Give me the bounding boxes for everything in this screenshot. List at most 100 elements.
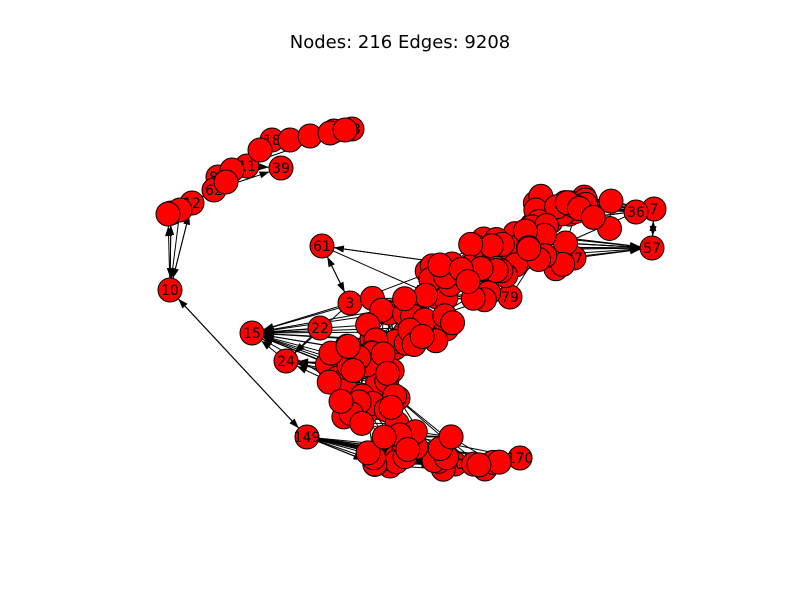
graph-node-label: 170 <box>507 451 534 467</box>
edge-arrowhead <box>327 256 335 268</box>
graph-node-label: 7 <box>650 202 659 218</box>
graph-node-circle <box>392 286 418 312</box>
graph-node: 3 <box>337 290 363 316</box>
graph-node-label: 36 <box>627 205 645 221</box>
graph-node-circle <box>409 323 435 349</box>
edge-arrowhead <box>649 220 657 232</box>
graph-node <box>516 236 542 262</box>
graph-node-circle <box>427 252 453 278</box>
graph-edge <box>169 289 308 438</box>
graph-node: 15 <box>239 320 265 346</box>
graph-node-circle <box>639 235 665 261</box>
graph-node-circle <box>294 424 320 450</box>
graph-node <box>375 360 401 386</box>
graph-node: 24 <box>273 348 299 374</box>
graph-node-circle <box>438 424 464 450</box>
graph-node-circle <box>155 201 181 227</box>
graph-node: 79 <box>497 284 523 310</box>
edge-arrowhead <box>294 343 305 353</box>
graph-node-circle <box>623 199 649 225</box>
graph-node-label: 61 <box>313 239 331 255</box>
graph-node-circle <box>349 410 375 436</box>
graph-node-circle <box>580 204 606 230</box>
edge-arrowhead <box>297 358 309 366</box>
graph-node-circle <box>458 231 484 257</box>
graph-node-circle <box>307 315 333 341</box>
graph-node-circle <box>335 333 361 359</box>
edge-arrowhead <box>169 267 177 279</box>
graph-title: Nodes: 216 Edges: 9208 <box>289 32 511 53</box>
graph-node <box>371 424 397 450</box>
graph-node-circle <box>413 282 439 308</box>
graph-node <box>349 410 375 436</box>
graph-node-circle <box>375 360 401 386</box>
graph-node <box>316 369 342 395</box>
graph-node-circle <box>309 233 335 259</box>
edge-arrowhead <box>263 333 275 341</box>
nodes: 6137571522241014917085621139737614791612… <box>155 116 667 482</box>
graph-node-circle <box>440 310 466 336</box>
graph-node <box>340 357 366 383</box>
graph-node-circle <box>598 188 624 214</box>
graph-node-circle <box>239 320 265 346</box>
graph-node <box>328 388 354 414</box>
edge-arrowhead <box>261 340 272 350</box>
graph-node <box>427 252 453 278</box>
edge-arrowhead <box>259 171 270 179</box>
edge-arrowhead <box>258 163 270 171</box>
edge-arrowhead <box>337 281 345 293</box>
graph-node-circle <box>247 137 273 163</box>
graph-node-label: 10 <box>161 283 179 299</box>
graph-node <box>440 310 466 336</box>
graph-node <box>247 137 273 163</box>
edge-arrowhead <box>289 418 299 429</box>
graph-node-circle <box>273 348 299 374</box>
graph-node-circle <box>455 269 481 295</box>
graph-node <box>332 117 358 143</box>
graph-node <box>598 188 624 214</box>
graph-node-label: 79 <box>501 290 519 306</box>
graph-node <box>155 201 181 227</box>
graph-node: 57 <box>639 235 665 261</box>
graph-node-circle <box>466 452 492 478</box>
graph-node-circle <box>378 394 404 420</box>
graph-node <box>213 169 239 195</box>
graph-node-circle <box>268 155 294 181</box>
graph-node: 36 <box>623 199 649 225</box>
graph-node: 39 <box>268 155 294 181</box>
graph-node-label: 15 <box>243 326 261 342</box>
graph-node <box>580 204 606 230</box>
graph-node-circle <box>553 230 579 256</box>
graph-node <box>392 286 418 312</box>
edge-arrowhead <box>262 339 273 348</box>
graph-node-circle <box>316 369 342 395</box>
graph-node-circle <box>395 437 421 463</box>
graph-node-label: 39 <box>272 161 290 177</box>
graph-node <box>355 440 381 466</box>
graph-node-circle <box>328 388 354 414</box>
graph-node: 61 <box>309 233 335 259</box>
graph-node: 22 <box>307 315 333 341</box>
edge-arrowhead <box>165 225 173 237</box>
graph-node <box>413 282 439 308</box>
graph-node-label: 24 <box>277 354 295 370</box>
graph-node-circle <box>332 117 358 143</box>
graph-node-label: 149 <box>294 430 321 446</box>
graph-node <box>395 437 421 463</box>
edge-arrowhead <box>263 327 275 335</box>
graph-node-circle <box>371 424 397 450</box>
graph-node <box>455 269 481 295</box>
edge-arrowhead <box>629 247 641 255</box>
graph-node <box>335 333 361 359</box>
graph-node <box>458 231 484 257</box>
graph-node-label: 22 <box>311 321 329 337</box>
graph-node-circle <box>157 277 183 303</box>
graph-node-circle <box>213 169 239 195</box>
graph-node <box>553 230 579 256</box>
graph-node-label: 3 <box>346 296 355 312</box>
graph-node-label: 57 <box>643 241 661 257</box>
edge-arrowhead <box>333 245 345 253</box>
graph-node-circle <box>340 357 366 383</box>
edge-arrowhead <box>296 366 308 374</box>
